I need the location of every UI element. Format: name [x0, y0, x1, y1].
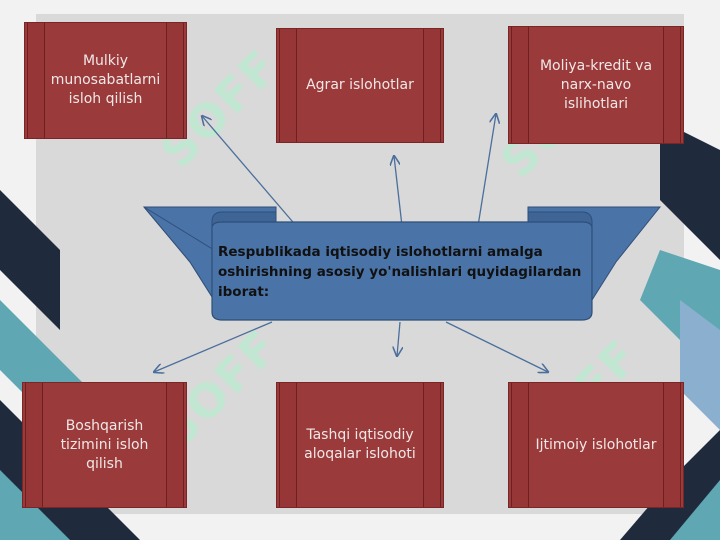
- arrow-to-ijtimoiy: [445, 321, 548, 372]
- box-moliya-label: Moliya-kredit va narx-navo islihotlari: [539, 57, 653, 112]
- arrow-to-boshqarish: [154, 321, 273, 372]
- arrow-to-mulkiy: [202, 116, 299, 229]
- box-moliya: Moliya-kredit va narx-navo islihotlari: [508, 26, 684, 144]
- box-mulkiy: Mulkiy munosabatlarni isloh qilish: [24, 22, 187, 139]
- box-agrar-label: Agrar islohotlar: [306, 77, 414, 93]
- arrow-to-agrar: [394, 156, 403, 227]
- box-tashqi: Tashqi iqtisodiy aloqalar islohoti: [276, 382, 444, 508]
- arrow-to-tashqi: [397, 321, 400, 356]
- box-ijtimoiy-label: Ijtimoiy islohotlar: [535, 436, 657, 453]
- arrow-to-moliya: [477, 114, 496, 227]
- box-mulkiy-label: Mulkiy munosabatlarni isloh qilish: [50, 53, 161, 107]
- box-boshqarish-label: Boshqarish tizimini isloh qilish: [60, 417, 149, 472]
- box-ijtimoiy: Ijtimoiy islohotlar: [508, 382, 684, 508]
- box-agrar: Agrar islohotlar: [276, 28, 444, 143]
- box-tashqi-label: Tashqi iqtisodiy aloqalar islohoti: [304, 427, 416, 462]
- box-boshqarish: Boshqarish tizimini isloh qilish: [22, 382, 187, 508]
- center-banner-text: Respublikada iqtisodiy islohotlarni amal…: [218, 244, 582, 300]
